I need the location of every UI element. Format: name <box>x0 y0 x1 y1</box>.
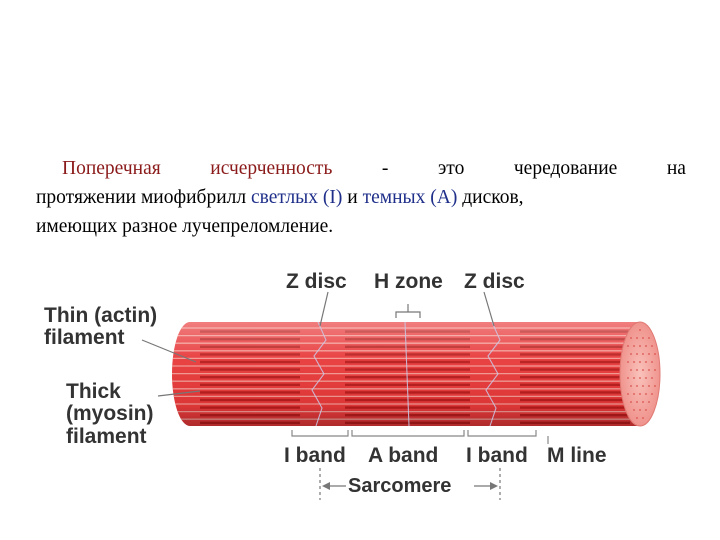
term-word-1: Поперечная <box>62 158 161 179</box>
cross-section-dot <box>645 393 647 395</box>
cross-section-dot <box>639 409 641 411</box>
term-word-2: исчерченность <box>210 158 333 179</box>
cross-section-dot <box>636 417 638 419</box>
cross-section-dot <box>627 361 629 363</box>
thick-filament-label-3: filament <box>66 425 147 448</box>
cross-section-dot <box>636 369 638 371</box>
line2-part-b: и <box>342 187 363 208</box>
thin-filament-label-2: filament <box>44 326 125 349</box>
cross-section-dot <box>630 385 632 387</box>
i-band-left-label: I band <box>284 444 346 467</box>
cross-section-dot <box>651 377 653 379</box>
cross-section-dot <box>642 337 644 339</box>
cross-section-dot <box>627 393 629 395</box>
cross-section-dot <box>627 345 629 347</box>
band-brackets <box>291 430 549 444</box>
dash: - <box>381 158 389 179</box>
z-disc-right-label: Z disc <box>464 270 525 293</box>
description-paragraph: Поперечная исчерченность - это чередован… <box>36 154 686 241</box>
cross-section-dot <box>648 337 650 339</box>
cross-section-dot <box>630 353 632 355</box>
thick-filament-label: Thick <box>66 380 121 403</box>
myofibril-cross-section <box>619 321 661 427</box>
cross-section-dots <box>627 329 656 419</box>
band-lines <box>311 321 501 427</box>
z-disc-left-label: Z disc <box>286 270 347 293</box>
paragraph-line-2: протяжении миофибрилл светлых (I) и темн… <box>36 183 686 212</box>
cross-section-dot <box>639 361 641 363</box>
cross-section-dot <box>633 409 635 411</box>
cross-section-dot <box>645 361 647 363</box>
cross-section-dot <box>639 345 641 347</box>
cross-section-dot <box>642 417 644 419</box>
cross-section-dot <box>648 369 650 371</box>
cross-section-dot <box>630 401 632 403</box>
cross-section-dot <box>645 345 647 347</box>
cross-section-dot <box>639 377 641 379</box>
line2-part-a: протяжении миофибрилл <box>36 187 252 208</box>
leader-lines <box>141 291 495 397</box>
m-line-label: M line <box>547 444 607 467</box>
cross-section-dot <box>651 361 653 363</box>
cross-section-dot <box>627 377 629 379</box>
h-zone-bracket <box>395 304 421 318</box>
cross-section-dot <box>645 409 647 411</box>
paragraph-line-1: Поперечная исчерченность - это чередован… <box>36 154 686 183</box>
dark-disks-term: темных (А) <box>362 187 458 208</box>
cross-section-dot <box>642 385 644 387</box>
word-na: на <box>666 158 686 179</box>
light-disks-term: светлых (I) <box>251 187 343 208</box>
cross-section-dot <box>648 385 650 387</box>
cross-section-dot <box>648 401 650 403</box>
sarcomere-arrow-left-head <box>322 482 330 490</box>
cross-section-dot <box>648 353 650 355</box>
cross-section-dot <box>636 353 638 355</box>
cross-section-dot <box>630 369 632 371</box>
cross-section-dot <box>636 401 638 403</box>
cross-section-dot <box>651 393 653 395</box>
h-zone-label: H zone <box>374 270 443 293</box>
filament-pattern <box>172 322 640 426</box>
cross-section-dot <box>633 345 635 347</box>
line2-part-c: дисков, <box>457 187 524 208</box>
paragraph-line-3: имеющих разное лучепреломление. <box>36 216 334 237</box>
word-alternation: чередование <box>513 158 618 179</box>
cross-section-dot <box>630 337 632 339</box>
a-band-label: A band <box>368 444 438 467</box>
cross-section-dot <box>636 337 638 339</box>
word-eto: это <box>437 158 465 179</box>
cross-section-dot <box>642 353 644 355</box>
cross-section-dot <box>654 385 656 387</box>
cross-section-dot <box>654 353 656 355</box>
cross-section-dot <box>654 369 656 371</box>
cross-section-dot <box>645 377 647 379</box>
cross-section-dot <box>639 393 641 395</box>
sarcomere-arrow-right-head <box>490 482 498 490</box>
cross-section-dot <box>633 361 635 363</box>
cross-section-dot <box>639 329 641 331</box>
i-band-right-label: I band <box>466 444 528 467</box>
cross-section-dot <box>642 369 644 371</box>
cross-section-dot <box>651 345 653 347</box>
cross-section-dot <box>633 377 635 379</box>
cross-section-dot <box>636 385 638 387</box>
cross-section-dot <box>642 401 644 403</box>
cross-section-dot <box>633 393 635 395</box>
thick-filament-label-2: (myosin) <box>66 402 154 425</box>
thin-filament-label: Thin (actin) <box>44 304 157 327</box>
sarcomere-label: Sarcomere <box>348 475 451 497</box>
